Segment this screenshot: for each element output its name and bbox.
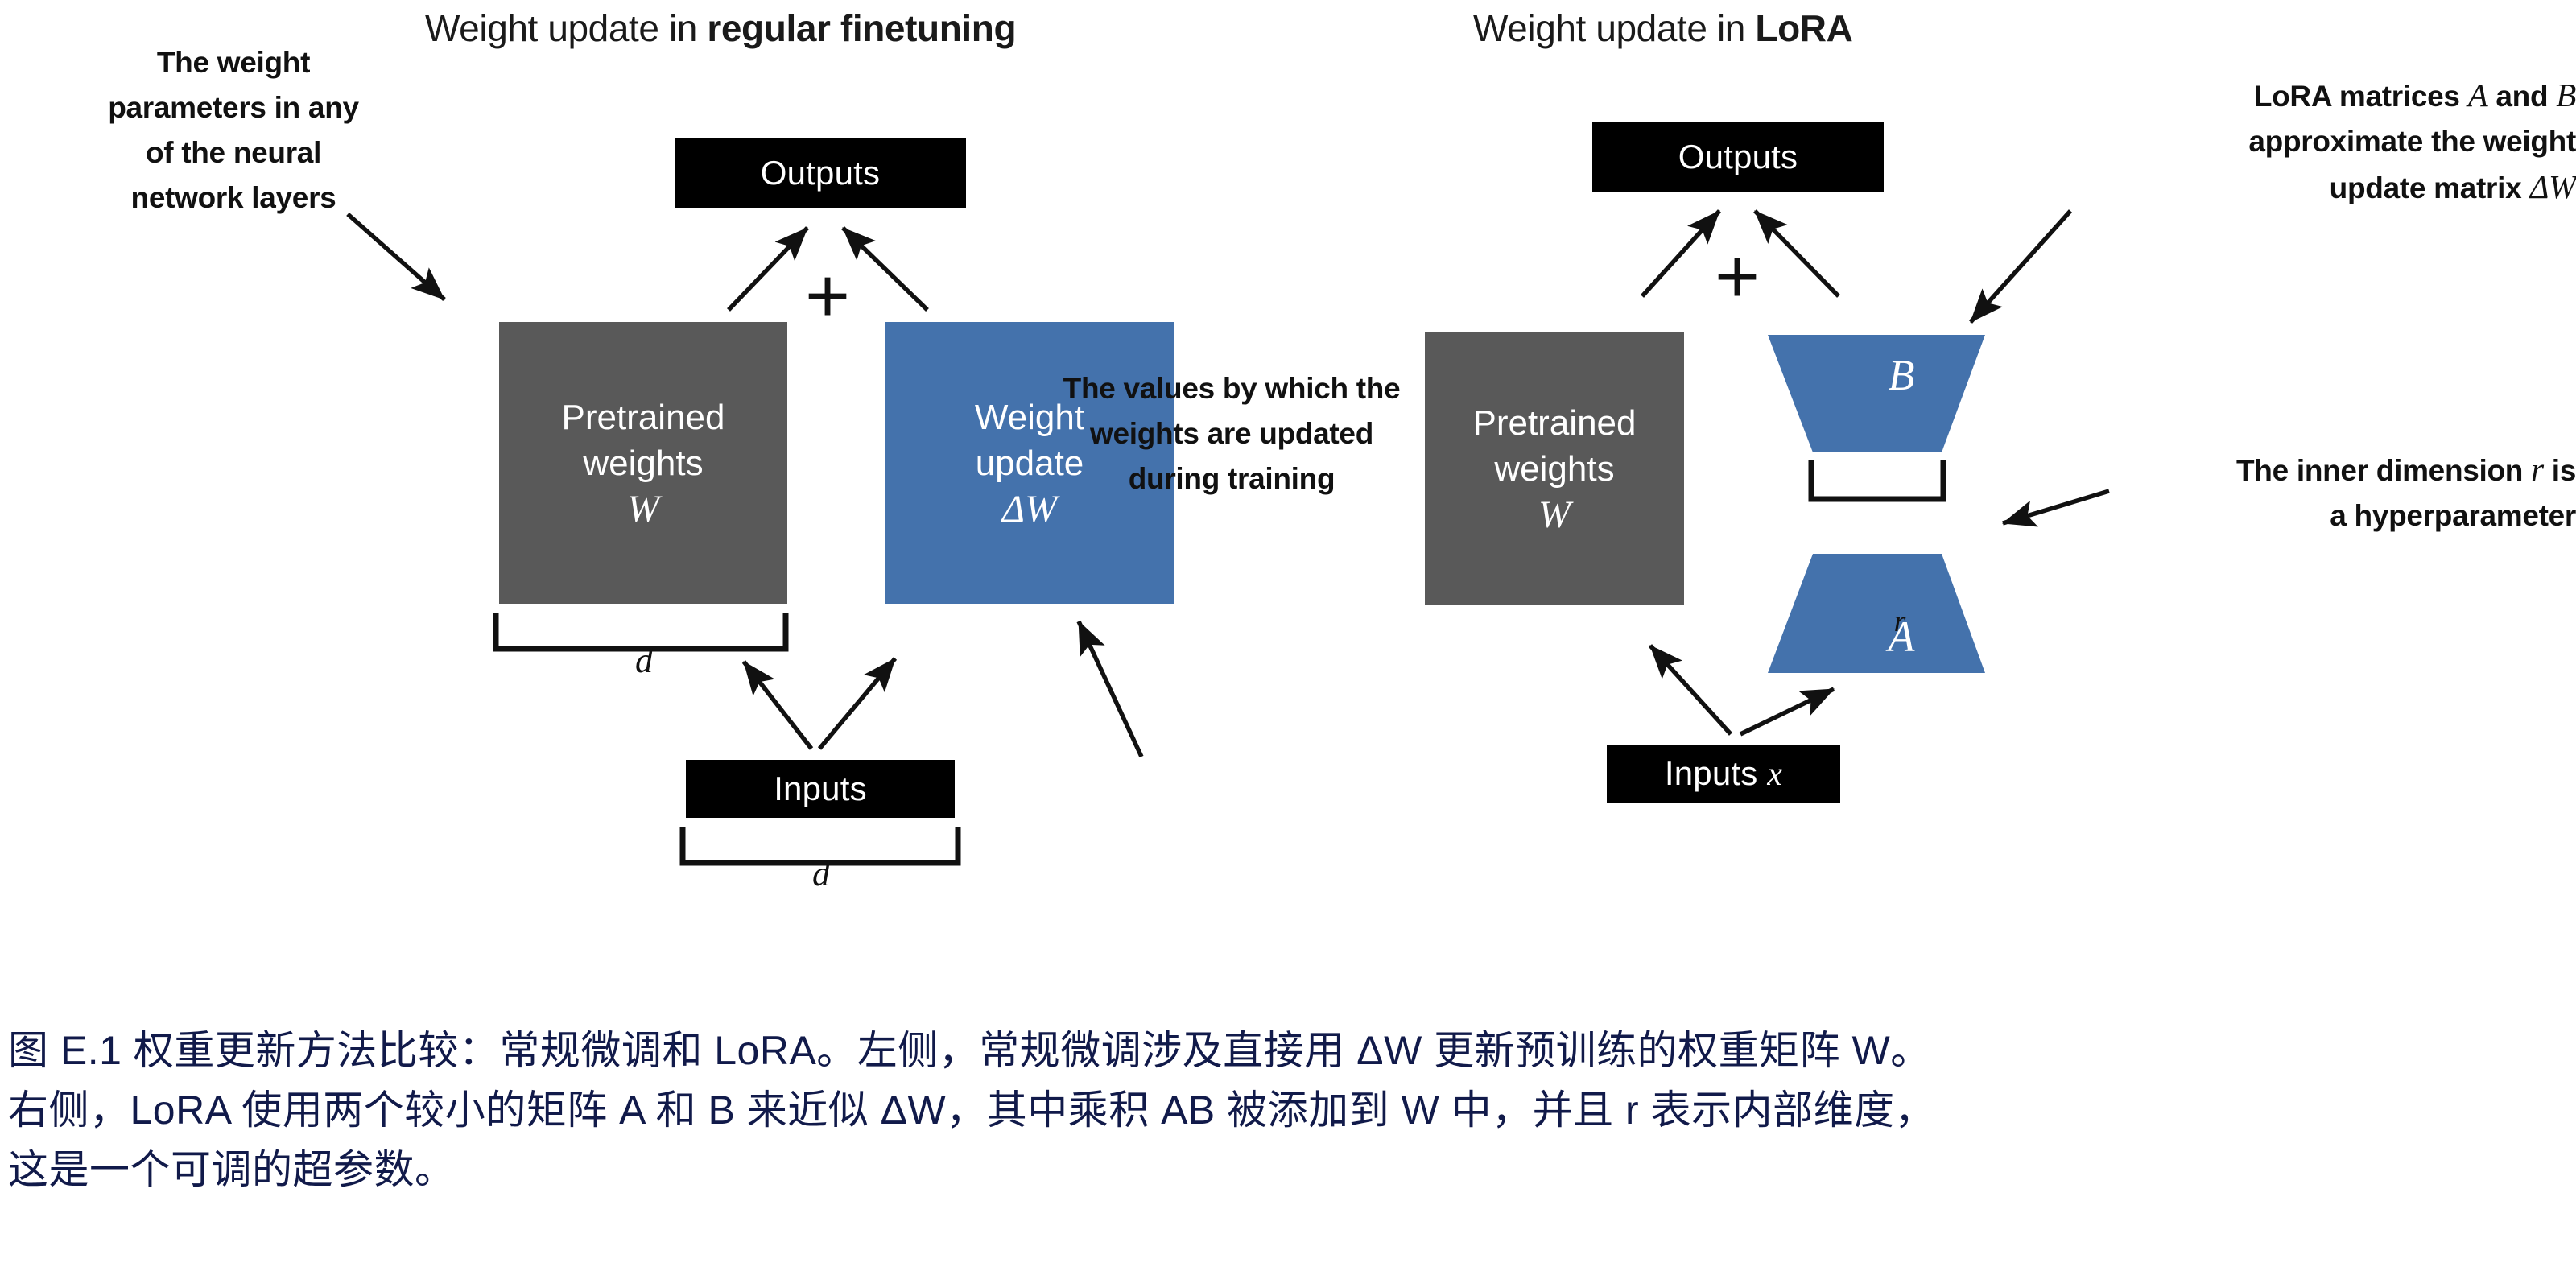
inputs-label-right: Inputs x	[1664, 753, 1783, 793]
annot-vu-line1: The values by which the	[1063, 372, 1401, 405]
annotation-values-updated: The values by which the weights are upda…	[966, 366, 1497, 501]
trapezoid-matrix-b	[1768, 335, 1985, 452]
arrow-pretrained-to-outputs-left	[727, 226, 809, 312]
inputs-box-right: Inputs x	[1607, 745, 1840, 803]
annotation-weight-parameters: The weight parameters in any of the neur…	[80, 40, 386, 221]
inputs-label-left: Inputs	[774, 770, 867, 807]
arrow-inputs-to-pretrained-left	[741, 660, 814, 750]
arrow-inputs-to-weightupdate-left	[817, 657, 898, 750]
bracket-label-d-weights: d	[635, 641, 653, 680]
annot-lm-line1: LoRA matrices A and B	[2253, 76, 2576, 113]
pretrained-symbol-left: W	[627, 487, 659, 530]
arrow-inputs-to-matrixa	[1739, 687, 1835, 737]
update-symbol-left: ΔW	[1001, 487, 1058, 530]
arrow-values-to-weightupdate	[1076, 620, 1144, 758]
pretrained-line1-right: Pretrained	[1472, 402, 1637, 443]
title-emphasis-left: regular finetuning	[707, 7, 1017, 49]
pretrained-line1-left: Pretrained	[561, 397, 725, 437]
title-prefix-right: Weight update in	[1473, 7, 1756, 49]
title-prefix-left: Weight update in	[425, 7, 708, 49]
trapezoid-matrix-a	[1768, 554, 1985, 673]
matrix-a-label: A	[1888, 613, 1915, 661]
pretrained-symbol-right: W	[1538, 493, 1571, 536]
arrow-pretrained-to-outputs-right	[1640, 209, 1722, 298]
matrix-b-label: B	[1888, 351, 1915, 399]
title-emphasis-right: LoRA	[1755, 7, 1853, 49]
bracket-d-inputs	[679, 827, 961, 866]
figure-canvas: Weight update in regular finetuning Weig…	[80, 6, 2576, 894]
inputs-box-left: Inputs	[686, 760, 955, 818]
annotation-lora-matrices: LoRA matrices A and B approximate the we…	[2093, 72, 2576, 211]
arrow-inputs-to-pretrained-right	[1648, 644, 1733, 736]
arrow-loramatrices-to-b	[1968, 209, 2073, 324]
pretrained-line2-right: weights	[1494, 448, 1615, 489]
update-line2-left: update	[975, 443, 1084, 483]
annot-vu-line3: during training	[1128, 462, 1335, 495]
outputs-box-right: Outputs	[1592, 122, 1884, 192]
pretrained-weights-box-left: Pretrained weights W	[499, 322, 787, 604]
bracket-r-inner-dim	[1808, 460, 1946, 502]
annotation-inner-dimension: The inner dimension r is a hyperparamete…	[2109, 447, 2576, 539]
outputs-label-left: Outputs	[760, 154, 881, 192]
weight-update-box-left: Weight update ΔW	[886, 322, 1174, 604]
pretrained-weights-box-right: Pretrained weights W	[1425, 332, 1684, 605]
outputs-box-left: Outputs	[675, 138, 966, 208]
annot-lm-line2: approximate the weight	[2248, 125, 2576, 158]
annot-wp-line2: parameters in any	[108, 91, 359, 124]
annot-wp-line1: The weight	[156, 46, 311, 79]
arrow-weightupdate-to-outputs-left	[841, 226, 929, 312]
annot-wp-line3: of the neural	[145, 136, 322, 169]
annot-wp-line4: network layers	[130, 181, 336, 214]
panel-title-regular-finetuning: Weight update in regular finetuning	[425, 6, 1017, 50]
update-line1-left: Weight	[974, 397, 1085, 437]
bracket-label-r: r	[1893, 605, 1906, 638]
arrow-lora-to-outputs-right	[1753, 209, 1840, 298]
annot-lm-line3: update matrix ΔW	[2329, 168, 2576, 205]
annot-id-line1: The inner dimension r is	[2235, 451, 2576, 488]
outputs-label-right: Outputs	[1678, 138, 1798, 175]
panel-title-lora: Weight update in LoRA	[1473, 6, 1853, 50]
bracket-d-weights	[493, 613, 789, 652]
bracket-label-d-inputs: d	[812, 854, 830, 894]
arrow-weightparams-to-pretrained	[346, 212, 446, 302]
annot-id-line2: a hyperparameter	[2330, 499, 2576, 532]
plus-operator-left: +	[805, 253, 851, 339]
arrow-innerdim-to-r	[2001, 489, 2110, 527]
plus-operator-right: +	[1715, 233, 1761, 320]
annot-vu-line2: weights are updated	[1089, 417, 1374, 450]
figure-caption: 图 E.1 权重更新方法比较：常规微调和 LoRA。左侧，常规微调涉及直接用 Δ…	[8, 1028, 1936, 1192]
pretrained-line2-left: weights	[583, 443, 704, 483]
diagram-vector-layer	[346, 209, 2110, 866]
